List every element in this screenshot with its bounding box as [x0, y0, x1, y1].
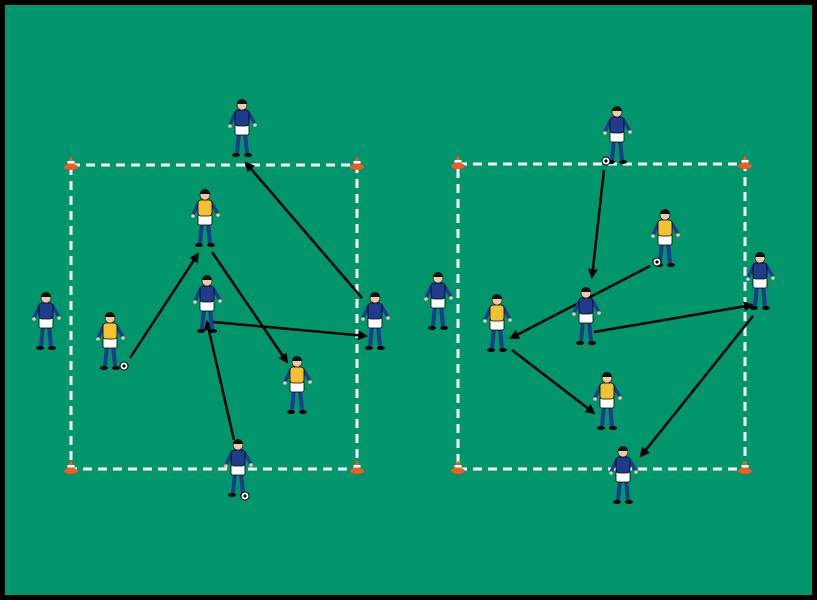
cone-icon [451, 460, 465, 474]
pass-arrow [210, 251, 289, 364]
blue-player [609, 446, 638, 504]
pass-arrow [639, 315, 754, 458]
blue-player [361, 292, 390, 350]
pass-arrow [203, 320, 236, 441]
right-grid [456, 162, 747, 471]
blue-player [746, 252, 775, 310]
yellow-player [96, 312, 125, 370]
cone-icon [451, 155, 465, 169]
cone-icon [64, 460, 78, 474]
pass-arrow [212, 320, 368, 341]
ball-icon [119, 361, 129, 371]
pass-arrow [593, 301, 754, 334]
yellow-player [483, 294, 512, 352]
pass-arrow [587, 169, 606, 279]
blue-player [32, 292, 61, 350]
cone-icon [350, 460, 364, 474]
cone-icon [738, 460, 752, 474]
field [5, 5, 812, 595]
pass-arrow [244, 161, 363, 299]
left-grid [69, 163, 359, 471]
blue-player [228, 99, 257, 157]
ball-icon [652, 257, 662, 267]
blue-player [572, 287, 601, 345]
blue-player [193, 275, 222, 333]
cone-icon [64, 156, 78, 170]
cone-icon [738, 155, 752, 169]
pass-arrow [128, 252, 200, 359]
ball-icon [601, 156, 611, 166]
blue-player [603, 106, 632, 164]
blue-player [224, 439, 253, 497]
pass-arrow [511, 349, 596, 415]
cone-icon [350, 156, 364, 170]
blue-player [424, 272, 453, 330]
ball-icon [240, 491, 250, 501]
yellow-player [191, 189, 220, 247]
yellow-player [593, 372, 622, 430]
yellow-player [283, 356, 312, 414]
